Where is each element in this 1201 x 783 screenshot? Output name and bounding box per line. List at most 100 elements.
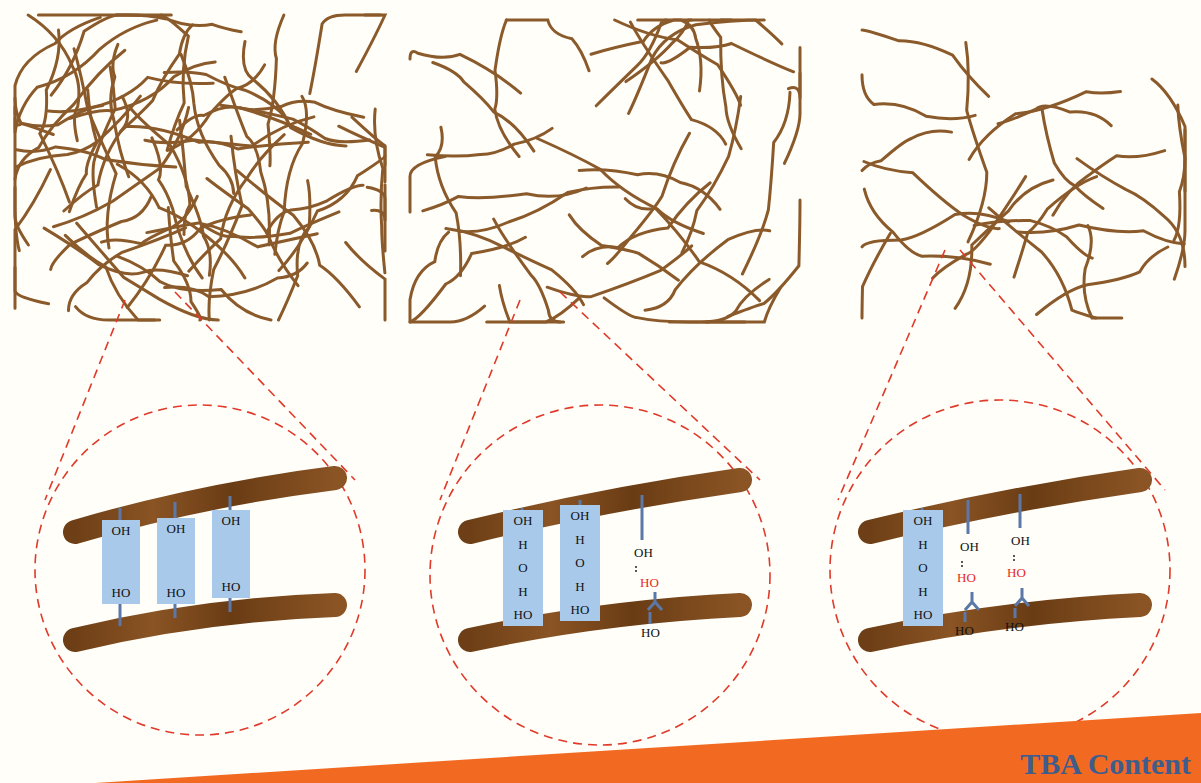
hydrogen-bond-box: OHHO	[212, 510, 250, 598]
fiber	[608, 133, 690, 263]
fiber	[28, 15, 79, 141]
atom-label: H	[918, 585, 927, 599]
atom-label: O	[918, 561, 927, 575]
atom-label: H	[575, 533, 584, 547]
fiber	[147, 223, 317, 247]
fiber	[423, 188, 587, 211]
fiber	[1018, 225, 1184, 244]
fiber	[279, 156, 385, 271]
atom-label: H	[518, 538, 527, 552]
fiber	[966, 43, 987, 242]
fiber	[1042, 110, 1103, 208]
atom-label: HO	[955, 624, 974, 638]
fiber	[76, 307, 155, 320]
fiber	[955, 180, 1053, 308]
fiber	[1077, 159, 1185, 267]
atom-label: HO	[914, 608, 933, 622]
atom-label: HO	[112, 586, 131, 600]
atom-label: O	[575, 556, 584, 570]
fiber	[706, 288, 780, 322]
atom-label: HO	[1007, 566, 1026, 580]
fiber	[862, 75, 975, 119]
fiber	[51, 15, 171, 95]
fiber	[243, 41, 346, 145]
fiber	[410, 51, 521, 93]
fiber	[487, 298, 580, 322]
fiber	[998, 106, 1111, 126]
hydrogen-bond-box: OHHOHHO	[903, 510, 943, 626]
atom-label: OH	[167, 522, 186, 536]
fiber	[120, 25, 192, 132]
fiber	[15, 267, 49, 304]
atom-label: HO	[957, 571, 976, 585]
fiber	[165, 263, 308, 297]
fiber	[864, 189, 990, 264]
fiber	[117, 164, 245, 278]
fiber	[275, 96, 307, 254]
atom-label: HO	[167, 586, 186, 600]
atom-label: OH	[914, 514, 933, 528]
fiber	[569, 215, 678, 280]
fiber	[15, 170, 50, 309]
fiber	[579, 170, 720, 210]
fiber	[583, 183, 711, 257]
atom-label: HO	[640, 576, 659, 590]
atom-label: OH	[514, 514, 533, 528]
fiber	[629, 20, 765, 113]
fiber	[116, 15, 241, 32]
fiber	[372, 185, 386, 221]
fiber	[591, 20, 732, 54]
atom-label: HO	[514, 608, 533, 622]
hydrogen-bond-box: OH HO	[102, 520, 140, 604]
fiber	[346, 243, 385, 321]
fiber	[669, 279, 769, 322]
fiber	[784, 73, 800, 163]
fiber	[40, 30, 70, 202]
atom-label: HO	[641, 626, 660, 640]
atom-label: H	[575, 580, 584, 594]
axis-label: TBA Content	[1020, 747, 1191, 781]
atom-label: OH	[112, 524, 131, 538]
fiber	[1014, 177, 1097, 278]
gradient-band: TBA Content	[0, 700, 1201, 783]
fiber	[728, 200, 800, 317]
fiber	[15, 20, 157, 132]
fiber	[225, 77, 270, 245]
fiber	[862, 30, 989, 96]
fiber	[310, 15, 381, 94]
fiber	[339, 126, 385, 182]
fiber	[460, 187, 619, 232]
fiber	[1084, 226, 1122, 319]
fiber	[547, 246, 692, 297]
fiber	[65, 235, 159, 320]
fiber	[862, 233, 890, 318]
fiber	[1053, 151, 1165, 216]
hydrogen-bond-box: OHHOHHO	[560, 505, 600, 621]
fiber	[625, 199, 759, 301]
fiber	[367, 187, 385, 251]
atom-label: H	[918, 538, 927, 552]
atom-label: OH	[222, 514, 241, 528]
fiber	[15, 98, 103, 126]
atom-label: OH	[571, 509, 590, 523]
atom-label: HO	[1005, 620, 1024, 634]
fiber	[1037, 247, 1168, 315]
fiber	[721, 20, 782, 44]
atom-label: HO	[571, 603, 590, 617]
fiber	[93, 67, 115, 207]
fiber	[433, 63, 534, 152]
atom-label: OH	[1011, 534, 1030, 548]
fiber	[48, 77, 213, 111]
fiber	[742, 92, 790, 274]
atom-label: OH	[634, 546, 653, 560]
fiber	[506, 20, 589, 71]
hydrogen-bond-box: OH HO	[157, 518, 195, 604]
fiber	[126, 126, 308, 149]
hydrogen-bond-box: OHHOHHO	[503, 510, 543, 626]
atom-label: O	[518, 561, 527, 575]
fiber	[862, 131, 952, 171]
atom-label: H	[518, 585, 527, 599]
fiber	[189, 135, 284, 272]
